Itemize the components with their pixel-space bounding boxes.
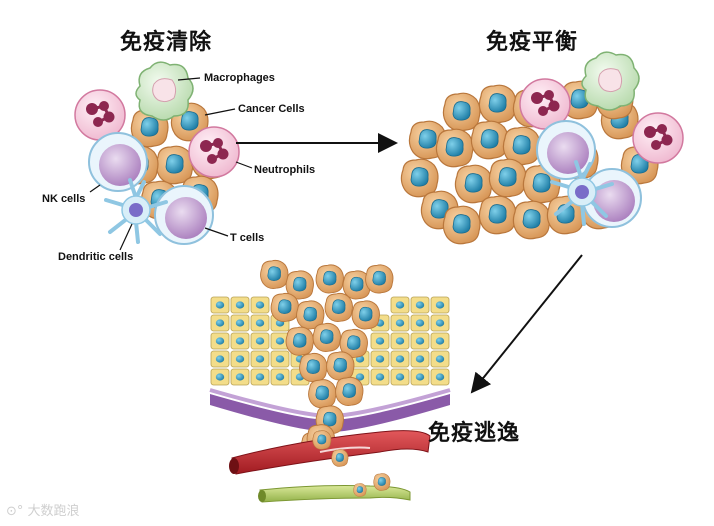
elimination-cluster <box>75 62 239 244</box>
equilibrium-tumor <box>401 52 683 244</box>
stage-title-equilibrium: 免疫平衡 <box>486 24 578 56</box>
label-nk-cells: NK cells <box>42 193 85 205</box>
label-t-cells: T cells <box>230 232 264 244</box>
watermark-logo-icon: ⊙° <box>6 504 23 519</box>
label-neutrophils: Neutrophils <box>254 164 315 176</box>
watermark-text: 大数跑浪 <box>28 504 80 519</box>
watermark: ⊙° 大数跑浪 <box>6 500 80 519</box>
arrow-to-escape <box>472 255 582 392</box>
label-cancer-cells: Cancer Cells <box>238 103 305 115</box>
stage-title-escape: 免疫逃逸 <box>428 415 520 447</box>
label-dendritic-cells: Dendritic cells <box>58 251 133 263</box>
label-macrophages: Macrophages <box>204 72 275 84</box>
stage-title-elimination: 免疫清除 <box>120 24 212 56</box>
